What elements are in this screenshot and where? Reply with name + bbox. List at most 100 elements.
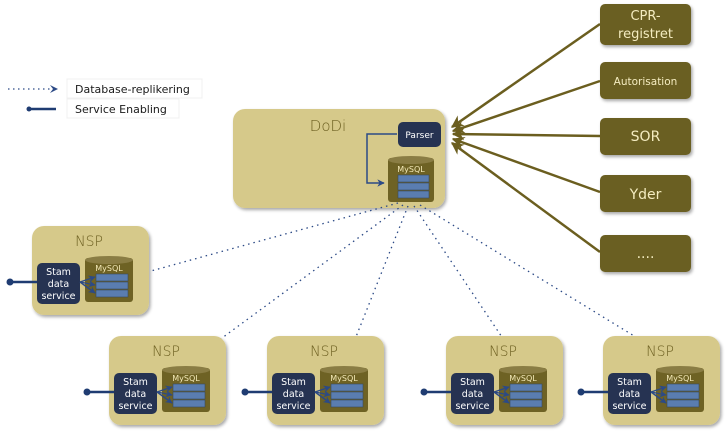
- service-db-arrow: [650, 385, 667, 393]
- source-label: Autorisation: [614, 76, 678, 88]
- nsp-mysql-db[interactable]: MySQL: [499, 366, 547, 412]
- service-label: data: [48, 279, 69, 290]
- legend-label: Database-replikering: [75, 83, 190, 96]
- service-db-arrow: [156, 391, 173, 404]
- source-autorisation[interactable]: Autorisation: [600, 62, 691, 99]
- service-label: Stam: [617, 377, 642, 388]
- service-db-arrow: [79, 280, 96, 288]
- db-row: [95, 281, 129, 290]
- service-label: Stam: [460, 377, 485, 388]
- feed-arrow: [450, 141, 601, 254]
- service-db-arrow: [156, 390, 173, 398]
- db-row: [509, 399, 543, 408]
- nsp-title: NSP: [489, 344, 517, 360]
- nsp-mysql-db[interactable]: MySQL: [320, 366, 368, 412]
- db-row: [666, 399, 700, 408]
- dodi-container[interactable]: DoDi Parser MySQL: [233, 109, 445, 208]
- replication-line: [344, 205, 409, 363]
- nsp-title: NSP: [310, 344, 338, 360]
- db-row: [172, 391, 206, 400]
- nsp-mysql-db[interactable]: MySQL: [85, 256, 133, 302]
- service-label: service: [455, 401, 489, 412]
- endpoint-dot-icon: [26, 106, 32, 112]
- service-db-arrow: [493, 385, 510, 393]
- service-db-arrow: [314, 390, 331, 398]
- feed-arrow: [451, 127, 601, 141]
- source-more[interactable]: ....: [600, 235, 691, 272]
- service-label: service: [612, 401, 646, 412]
- source-label: Yder: [629, 187, 662, 203]
- db-row: [95, 289, 129, 298]
- db-row: [95, 273, 129, 282]
- source-sor[interactable]: SOR: [600, 118, 691, 155]
- feed-arrows: [450, 22, 601, 254]
- service-db-arrow: [493, 390, 510, 398]
- parser-label: Parser: [405, 131, 433, 141]
- nsp-title: NSP: [646, 344, 674, 360]
- db-row: [172, 383, 206, 392]
- service-label: Stam: [46, 267, 71, 278]
- db-row: [330, 399, 364, 408]
- endpoint-dot-icon[interactable]: [577, 388, 585, 396]
- service-db-arrow: [650, 390, 667, 398]
- replication-line: [187, 204, 404, 364]
- feed-arrow: [451, 79, 601, 134]
- parser-to-db-arrow: [366, 133, 397, 187]
- source-yder[interactable]: Yder: [600, 175, 691, 212]
- db-label: MySQL: [330, 374, 358, 383]
- service-label: Stam: [123, 377, 148, 388]
- source-label: ....: [637, 246, 655, 262]
- db-row: [330, 383, 364, 392]
- dodi-mysql-db[interactable]: MySQL: [388, 156, 434, 202]
- db-label: MySQL: [397, 165, 425, 174]
- legend-label: Service Enabling: [75, 103, 167, 116]
- dodi-title: DoDi: [310, 117, 346, 135]
- replication-line: [139, 202, 399, 276]
- service-db-arrow: [79, 275, 96, 283]
- db-row: [509, 391, 543, 400]
- endpoint-dot-icon[interactable]: [83, 388, 91, 396]
- legend-item-enabling: Service Enabling: [26, 98, 180, 119]
- endpoint-dot-icon[interactable]: [241, 388, 249, 396]
- db-row: [172, 399, 206, 408]
- parser-box[interactable]: Parser: [398, 122, 441, 147]
- endpoint-dot-icon[interactable]: [6, 278, 14, 286]
- legend-item-replication: Database-replikering: [8, 78, 203, 99]
- nsp-title: NSP: [152, 344, 180, 360]
- db-row: [330, 391, 364, 400]
- db-label: MySQL: [95, 264, 123, 273]
- nsp-mysql-db[interactable]: MySQL: [162, 366, 210, 412]
- service-label: data: [283, 389, 304, 400]
- endpoint-dot-icon[interactable]: [420, 388, 428, 396]
- source-label: SOR: [631, 129, 661, 145]
- arrow-head-icon: [50, 85, 58, 93]
- service-label: Stam: [281, 377, 306, 388]
- db-label: MySQL: [172, 374, 200, 383]
- service-db-arrow: [156, 385, 173, 393]
- nsp-title: NSP: [75, 234, 103, 250]
- db-row: [666, 391, 700, 400]
- legend: Database-replikering Service Enabling: [8, 78, 203, 119]
- service-label: service: [41, 291, 75, 302]
- feed-arrow: [451, 136, 601, 194]
- source-cpr[interactable]: CPR- registret: [600, 4, 691, 45]
- service-label: service: [118, 401, 152, 412]
- service-db-arrow: [314, 391, 331, 404]
- db-label: MySQL: [666, 374, 694, 383]
- db-row: [666, 383, 700, 392]
- nsp-mysql-db[interactable]: MySQL: [656, 366, 704, 412]
- nsp-nodes: NSPStamdataserviceMySQLNSPStamdataservic…: [6, 226, 721, 425]
- service-db-arrow: [314, 385, 331, 393]
- service-db-arrow: [650, 391, 667, 404]
